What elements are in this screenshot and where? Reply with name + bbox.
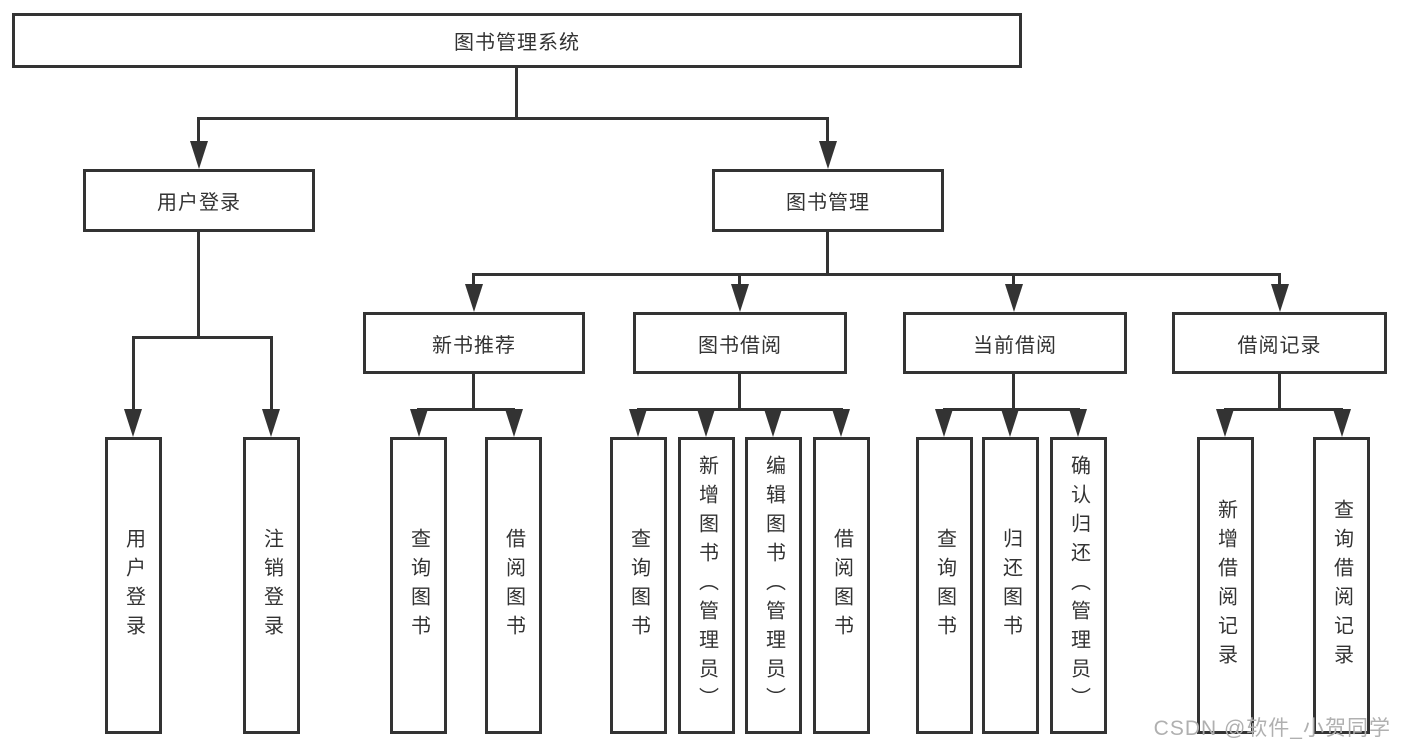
node-current-borrow-label: 当前借阅 xyxy=(973,334,1057,357)
connector-current-borrow-stem xyxy=(1012,374,1015,408)
arrowhead-leaf-logout xyxy=(262,409,280,437)
leaf-edit-book-admin-label: 编辑图书（管理员） xyxy=(762,455,785,716)
leaf-return-book-label: 归还图书 xyxy=(999,527,1022,644)
connector-borrow-records-stem xyxy=(1278,374,1281,408)
leaf-add-book-admin-label: 新增图书（管理员） xyxy=(695,455,718,716)
node-book-borrow-label: 图书借阅 xyxy=(698,334,782,357)
leaf-query-borrow-record-label: 查询借阅记录 xyxy=(1330,498,1353,673)
arrowhead-add-borrow-record xyxy=(1216,409,1234,437)
connector-book-borrow-branch xyxy=(637,408,843,411)
leaf-add-borrow-record-label: 新增借阅记录 xyxy=(1214,498,1237,673)
node-root: 图书管理系统 xyxy=(12,13,1022,68)
leaf-user-login-label: 用户登录 xyxy=(122,527,145,644)
connector-drop-user-login xyxy=(197,117,200,144)
connector-drop-book-borrow xyxy=(738,273,741,287)
node-borrow-records-label: 借阅记录 xyxy=(1237,334,1322,357)
arrowhead-book-management xyxy=(819,141,837,169)
node-book-borrow: 图书借阅 xyxy=(633,312,847,374)
connector-user-login-branch xyxy=(132,336,273,339)
leaf-return-book: 归还图书 xyxy=(982,437,1039,734)
arrowhead-user-login xyxy=(190,141,208,169)
leaf-query-book-3-label: 查询图书 xyxy=(933,527,956,644)
arrowhead-edit-book xyxy=(764,409,782,437)
connector-book-borrow-stem xyxy=(738,374,741,408)
leaf-add-book-admin: 新增图书（管理员） xyxy=(678,437,735,734)
connector-new-book-stem xyxy=(472,374,475,408)
connector-book-management-stem xyxy=(826,232,829,273)
leaf-borrow-book-2-label: 借阅图书 xyxy=(830,527,853,644)
node-user-login: 用户登录 xyxy=(83,169,315,232)
arrowhead-query-borrow-record xyxy=(1333,409,1351,437)
arrowhead-add-book xyxy=(697,409,715,437)
watermark-text: CSDN @软件_小贺同学 xyxy=(1153,717,1391,740)
node-book-management: 图书管理 xyxy=(712,169,944,232)
connector-book-management-branch xyxy=(472,273,1281,276)
leaf-logout: 注销登录 xyxy=(243,437,300,734)
connector-user-login-stem xyxy=(197,232,200,336)
arrowhead-borrow-book-2 xyxy=(832,409,850,437)
node-root-label: 图书管理系统 xyxy=(454,32,580,54)
leaf-add-borrow-record: 新增借阅记录 xyxy=(1197,437,1254,734)
node-book-management-label: 图书管理 xyxy=(786,192,870,214)
connector-drop-leaf-user-login xyxy=(132,336,135,412)
leaf-query-borrow-record: 查询借阅记录 xyxy=(1313,437,1370,734)
arrowhead-return-book xyxy=(1001,409,1019,437)
arrowhead-borrow-book-1 xyxy=(505,409,523,437)
arrowhead-borrow-records xyxy=(1271,284,1289,312)
node-user-login-label: 用户登录 xyxy=(157,192,241,214)
arrowhead-book-borrow xyxy=(731,284,749,312)
node-new-book-recommend: 新书推荐 xyxy=(363,312,585,374)
node-new-book-recommend-label: 新书推荐 xyxy=(432,334,516,357)
connector-new-book-branch xyxy=(417,408,515,411)
connector-drop-borrow-records xyxy=(1278,273,1281,287)
arrowhead-query-book-1 xyxy=(410,409,428,437)
connector-drop-current-borrow xyxy=(1012,273,1015,287)
leaf-confirm-return-admin: 确认归还（管理员） xyxy=(1050,437,1107,734)
leaf-query-book-3: 查询图书 xyxy=(916,437,973,734)
connector-borrow-records-branch xyxy=(1224,408,1343,411)
leaf-query-book-1-label: 查询图书 xyxy=(407,527,430,644)
leaf-borrow-book-1-label: 借阅图书 xyxy=(502,527,525,644)
arrowhead-confirm-return xyxy=(1069,409,1087,437)
node-current-borrow: 当前借阅 xyxy=(903,312,1127,374)
leaf-edit-book-admin: 编辑图书（管理员） xyxy=(745,437,802,734)
leaf-borrow-book-2: 借阅图书 xyxy=(813,437,870,734)
connector-drop-leaf-logout xyxy=(270,336,273,412)
connector-drop-new-book xyxy=(472,273,475,287)
arrowhead-new-book xyxy=(465,284,483,312)
connector-drop-book-management xyxy=(826,117,829,144)
leaf-query-book-1: 查询图书 xyxy=(390,437,447,734)
arrowhead-current-borrow xyxy=(1005,284,1023,312)
leaf-user-login: 用户登录 xyxy=(105,437,162,734)
node-borrow-records: 借阅记录 xyxy=(1172,312,1387,374)
arrowhead-query-book-3 xyxy=(935,409,953,437)
leaf-confirm-return-admin-label: 确认归还（管理员） xyxy=(1067,455,1090,716)
connector-root-stem xyxy=(515,68,518,117)
leaf-query-book-2-label: 查询图书 xyxy=(627,527,650,644)
arrowhead-query-book-2 xyxy=(629,409,647,437)
leaf-logout-label: 注销登录 xyxy=(260,527,283,644)
leaf-query-book-2: 查询图书 xyxy=(610,437,667,734)
arrowhead-leaf-user-login xyxy=(124,409,142,437)
leaf-borrow-book-1: 借阅图书 xyxy=(485,437,542,734)
connector-root-branch xyxy=(197,117,829,120)
